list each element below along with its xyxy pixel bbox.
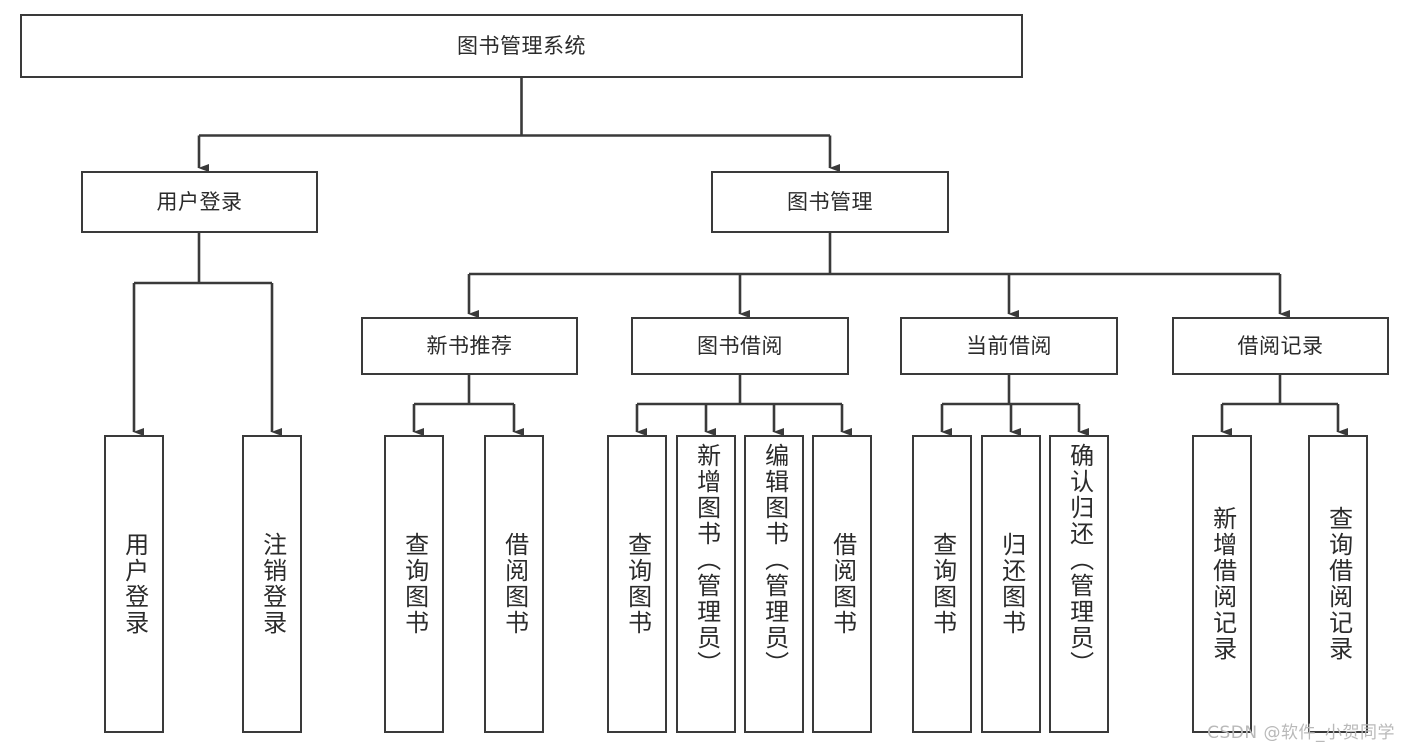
- leaf-user-login-signout[interactable]: 注销登录: [242, 435, 302, 733]
- leaf-current-borrow-return-books[interactable]: 归还图书: [981, 435, 1041, 733]
- leaf-user-login-signin[interactable]: 用户登录: [104, 435, 164, 733]
- leaf-new-book-query-books[interactable]: 查询图书: [384, 435, 444, 733]
- node-current-borrowing[interactable]: 当前借阅: [900, 317, 1118, 375]
- node-book-borrowing[interactable]: 图书借阅: [631, 317, 849, 375]
- node-label: 新书推荐: [426, 333, 513, 358]
- leaf-borrow-records-add-record[interactable]: 新增借阅记录: [1192, 435, 1252, 733]
- node-root-library-management-system[interactable]: 图书管理系统: [20, 14, 1023, 78]
- node-label: 借阅图书: [500, 532, 529, 636]
- node-label: 新增图书（管理员）: [692, 443, 721, 677]
- node-label: 确认归还（管理员）: [1065, 443, 1094, 677]
- leaf-current-borrow-query-books[interactable]: 查询图书: [912, 435, 972, 733]
- node-label: 借阅图书: [828, 532, 857, 636]
- node-new-book-recommendation[interactable]: 新书推荐: [361, 317, 578, 375]
- node-label: 用户登录: [156, 189, 243, 214]
- node-book-management[interactable]: 图书管理: [711, 171, 949, 233]
- node-label: 注销登录: [258, 532, 287, 636]
- node-label: 编辑图书（管理员）: [760, 443, 789, 677]
- leaf-new-book-borrow-books[interactable]: 借阅图书: [484, 435, 544, 733]
- node-borrowing-records[interactable]: 借阅记录: [1172, 317, 1389, 375]
- leaf-book-borrow-query-books[interactable]: 查询图书: [607, 435, 667, 733]
- leaf-borrow-records-query-record[interactable]: 查询借阅记录: [1308, 435, 1368, 733]
- node-label: 查询图书: [928, 532, 957, 636]
- node-label: 查询图书: [623, 532, 652, 636]
- node-label: 图书管理系统: [457, 33, 586, 58]
- leaf-book-borrow-edit-book-admin[interactable]: 编辑图书（管理员）: [744, 435, 804, 733]
- node-label: 图书借阅: [697, 333, 783, 358]
- node-label: 当前借阅: [966, 333, 1052, 358]
- leaf-current-borrow-confirm-return-admin[interactable]: 确认归还（管理员）: [1049, 435, 1109, 733]
- leaf-book-borrow-borrow-books[interactable]: 借阅图书: [812, 435, 872, 733]
- node-label: 归还图书: [997, 532, 1026, 636]
- leaf-book-borrow-add-book-admin[interactable]: 新增图书（管理员）: [676, 435, 736, 733]
- node-label: 用户登录: [120, 532, 149, 636]
- node-user-login[interactable]: 用户登录: [81, 171, 318, 233]
- node-label: 借阅记录: [1237, 333, 1324, 358]
- node-label: 查询借阅记录: [1324, 506, 1353, 662]
- watermark-text: CSDN @软件_小贺同学: [1207, 723, 1395, 743]
- node-label: 查询图书: [400, 532, 429, 636]
- node-label: 新增借阅记录: [1208, 506, 1237, 662]
- node-label: 图书管理: [787, 189, 873, 214]
